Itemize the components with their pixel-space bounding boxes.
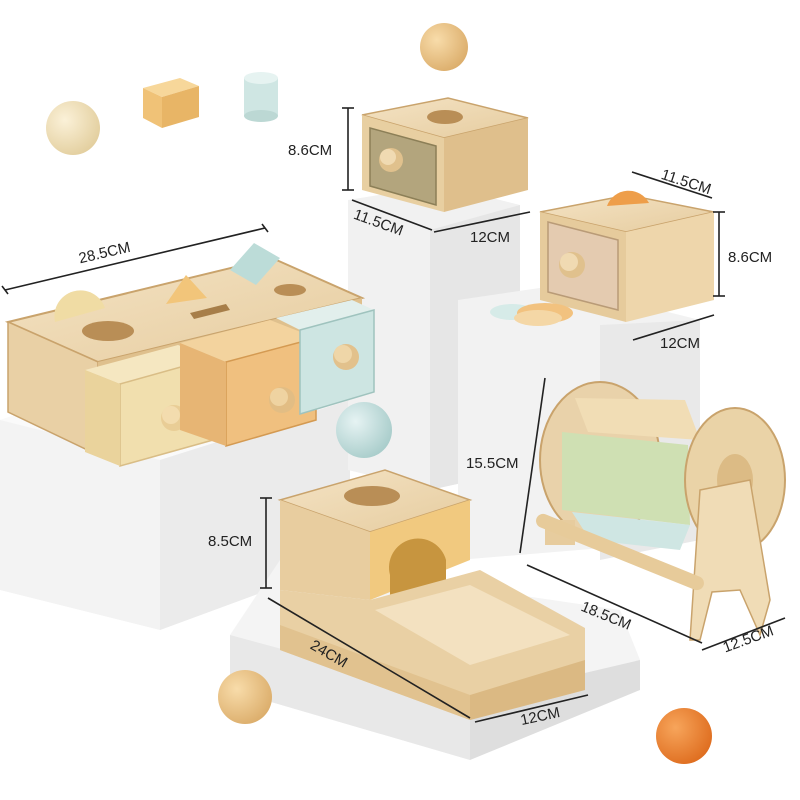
disc-box	[539, 190, 715, 322]
orange-ball	[656, 708, 712, 764]
dim-disc-box-width: 12CM	[660, 335, 700, 352]
wood-ball-top	[420, 23, 468, 71]
three-drawer-box	[4, 243, 375, 467]
coin-box-drawer	[369, 127, 437, 206]
dim-disc-box-depth: 11.5CM	[659, 166, 713, 198]
coin-slot-hole	[82, 321, 134, 341]
ramp-box	[277, 469, 585, 720]
rect-slot-hole	[190, 304, 230, 319]
loose-discs	[490, 303, 573, 326]
drawer-mint	[276, 300, 375, 416]
dim-ramp-box-height: 8.5CM	[208, 533, 252, 550]
drawer-orange	[180, 320, 317, 447]
round-slot-hole	[274, 284, 306, 296]
dim-spinner-depth: 12.5CM	[721, 622, 776, 656]
dim-coin-box-width: 12CM	[470, 229, 510, 246]
dim-coin-box-height: 8.6CM	[288, 142, 332, 159]
orange-disc-piece	[607, 190, 649, 206]
mint-prism-piece	[230, 243, 280, 285]
dim-drawer-box-width: 28.5CM	[77, 239, 132, 267]
wood-ball-bottom	[218, 670, 272, 724]
dimension-lines	[1, 107, 786, 723]
spinning-drum	[536, 381, 786, 641]
yellow-disc-piece	[54, 290, 105, 322]
cream-ball	[46, 101, 100, 155]
mint-cylinder	[244, 72, 278, 122]
dim-spinner-height: 15.5CM	[466, 455, 519, 472]
yellow-triangle-piece	[166, 275, 207, 304]
mint-ball	[336, 402, 392, 458]
yellow-block	[143, 78, 199, 128]
coin-box	[361, 97, 529, 212]
dim-disc-box-height: 8.6CM	[728, 249, 772, 266]
